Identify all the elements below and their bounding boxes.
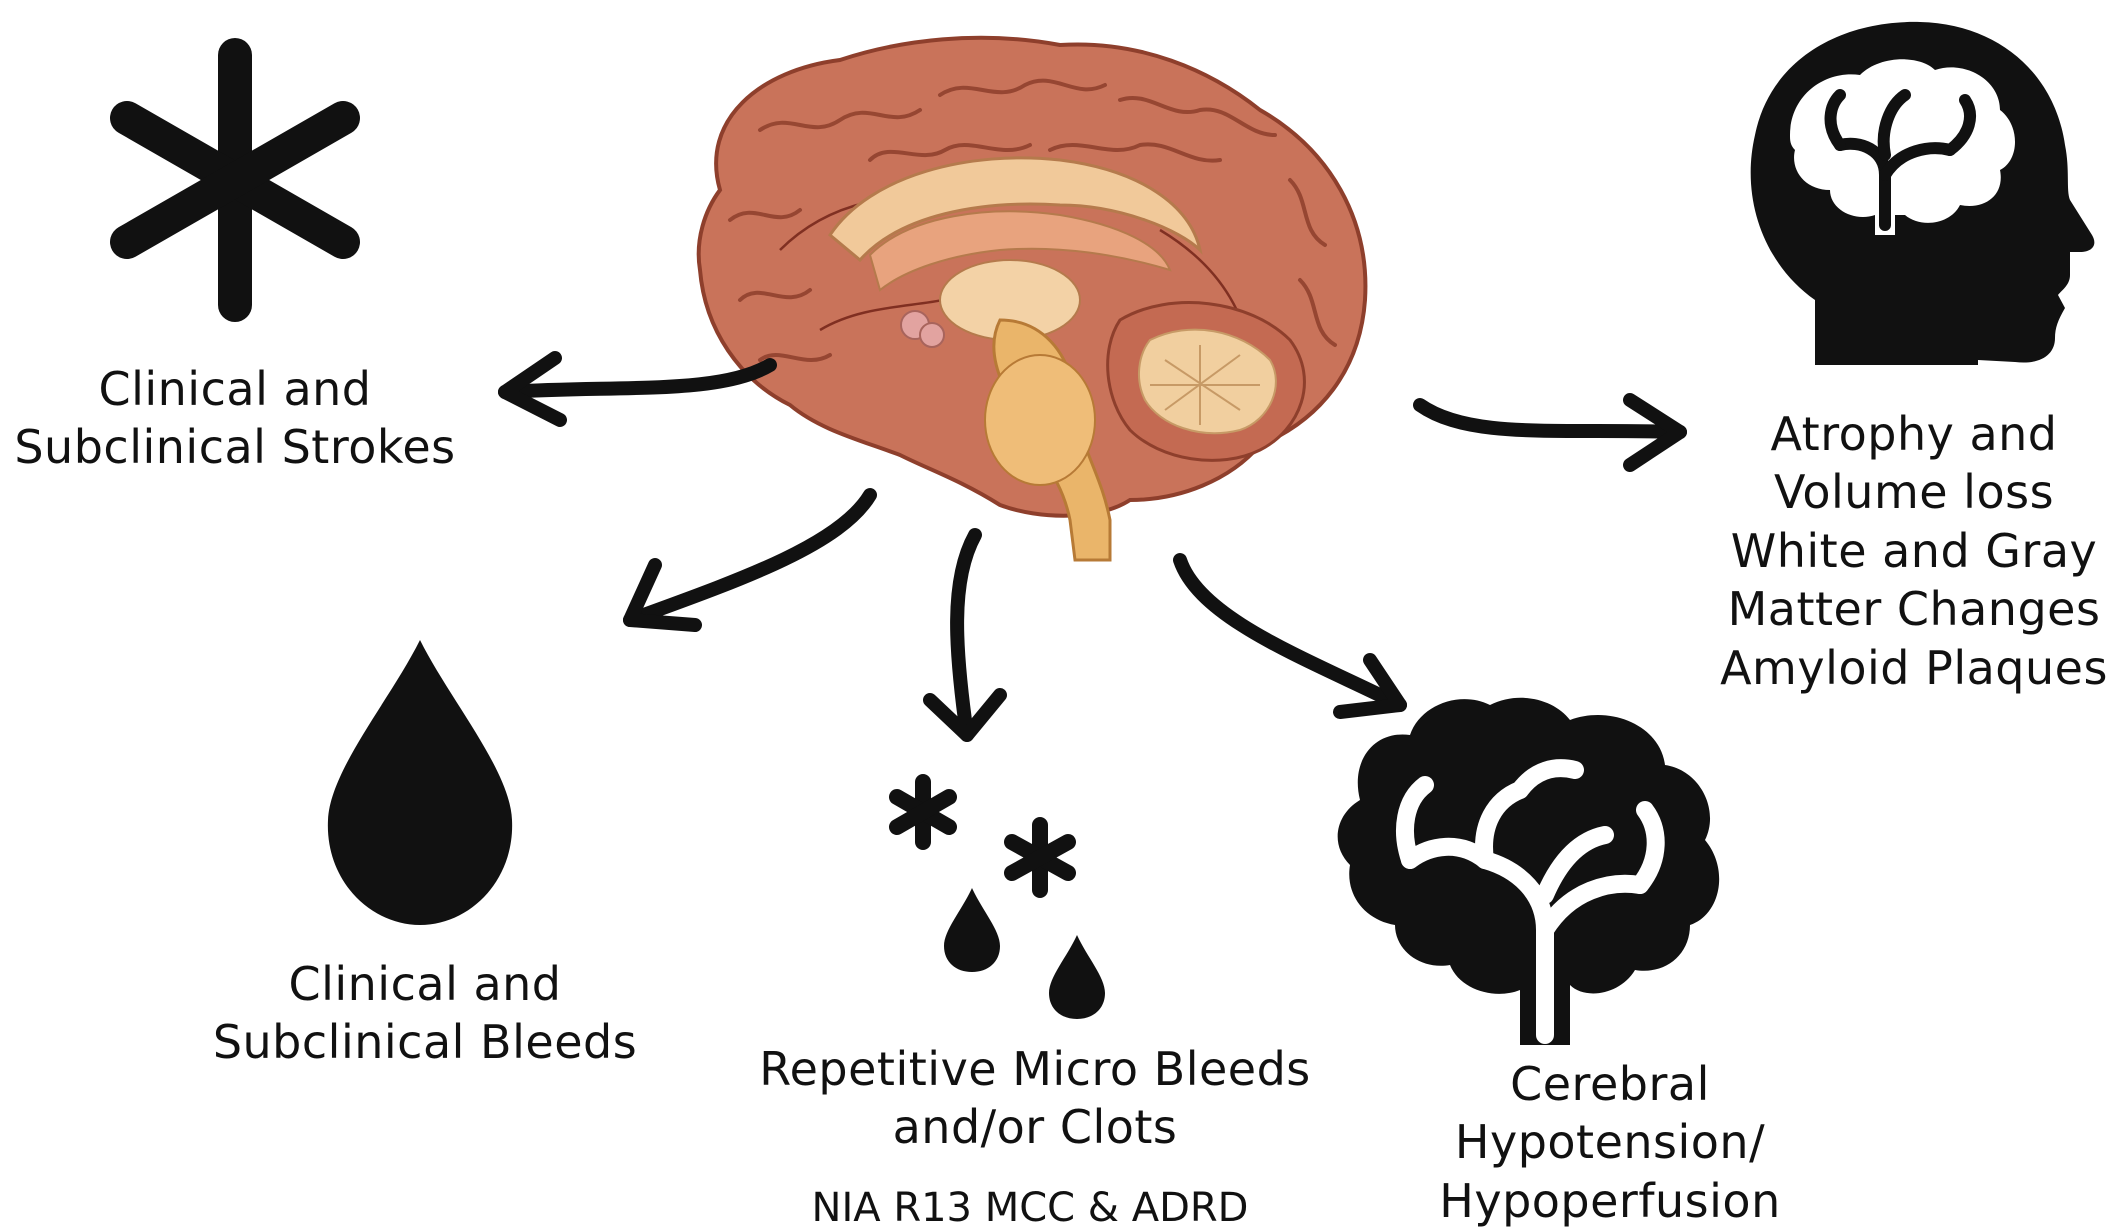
arrow	[1420, 400, 1680, 465]
atrophy-label-line: White and Gray	[1710, 522, 2118, 580]
small-asterisk-icon	[1012, 825, 1068, 890]
arrow	[930, 535, 1000, 735]
micro-bleeds-label: Repetitive Micro Bleeds and/or Clots	[730, 1040, 1340, 1157]
hypoperfusion-label-line: Hypotension/	[1390, 1113, 1830, 1171]
hypoperfusion-label-line: Cerebral	[1390, 1055, 1830, 1113]
footer-credit: NIA R13 MCC & ADRD	[760, 1185, 1300, 1231]
atrophy-label-line: Volume loss	[1710, 463, 2118, 521]
small-asterisk-icon	[897, 782, 949, 842]
arrow	[505, 358, 770, 420]
micro-bleeds-label-line: and/or Clots	[730, 1098, 1340, 1156]
arrow	[1180, 560, 1400, 712]
atrophy-label-line: Atrophy and	[1710, 405, 2118, 463]
hypoperfusion-label: Cerebral Hypotension/ Hypoperfusion	[1390, 1055, 1830, 1230]
small-drop-icon	[944, 888, 1000, 972]
hypoperfusion-label-line: Hypoperfusion	[1390, 1172, 1830, 1230]
blood-drop-icon	[328, 640, 512, 925]
bleeds-label: Clinical and Subclinical Bleeds	[185, 955, 665, 1072]
head-brain-icon	[1751, 22, 2095, 365]
small-drop-icon	[1049, 935, 1105, 1019]
bleeds-label-line: Clinical and	[185, 955, 665, 1013]
bleeds-label-line: Subclinical Bleeds	[185, 1013, 665, 1071]
brain-tree-icon	[1338, 698, 1720, 1045]
atrophy-label-line: Matter Changes	[1710, 580, 2118, 638]
strokes-label-line: Subclinical Strokes	[0, 418, 470, 476]
asterisk-icon	[127, 55, 343, 305]
strokes-label: Clinical and Subclinical Strokes	[0, 360, 470, 477]
atrophy-label-line: Amyloid Plaques	[1710, 639, 2118, 697]
arrow	[630, 495, 870, 625]
brain-anatomy-illustration	[699, 38, 1366, 560]
micro-bleeds-label-line: Repetitive Micro Bleeds	[730, 1040, 1340, 1098]
atrophy-label: Atrophy and Volume loss White and Gray M…	[1710, 405, 2118, 697]
strokes-label-line: Clinical and	[0, 360, 470, 418]
